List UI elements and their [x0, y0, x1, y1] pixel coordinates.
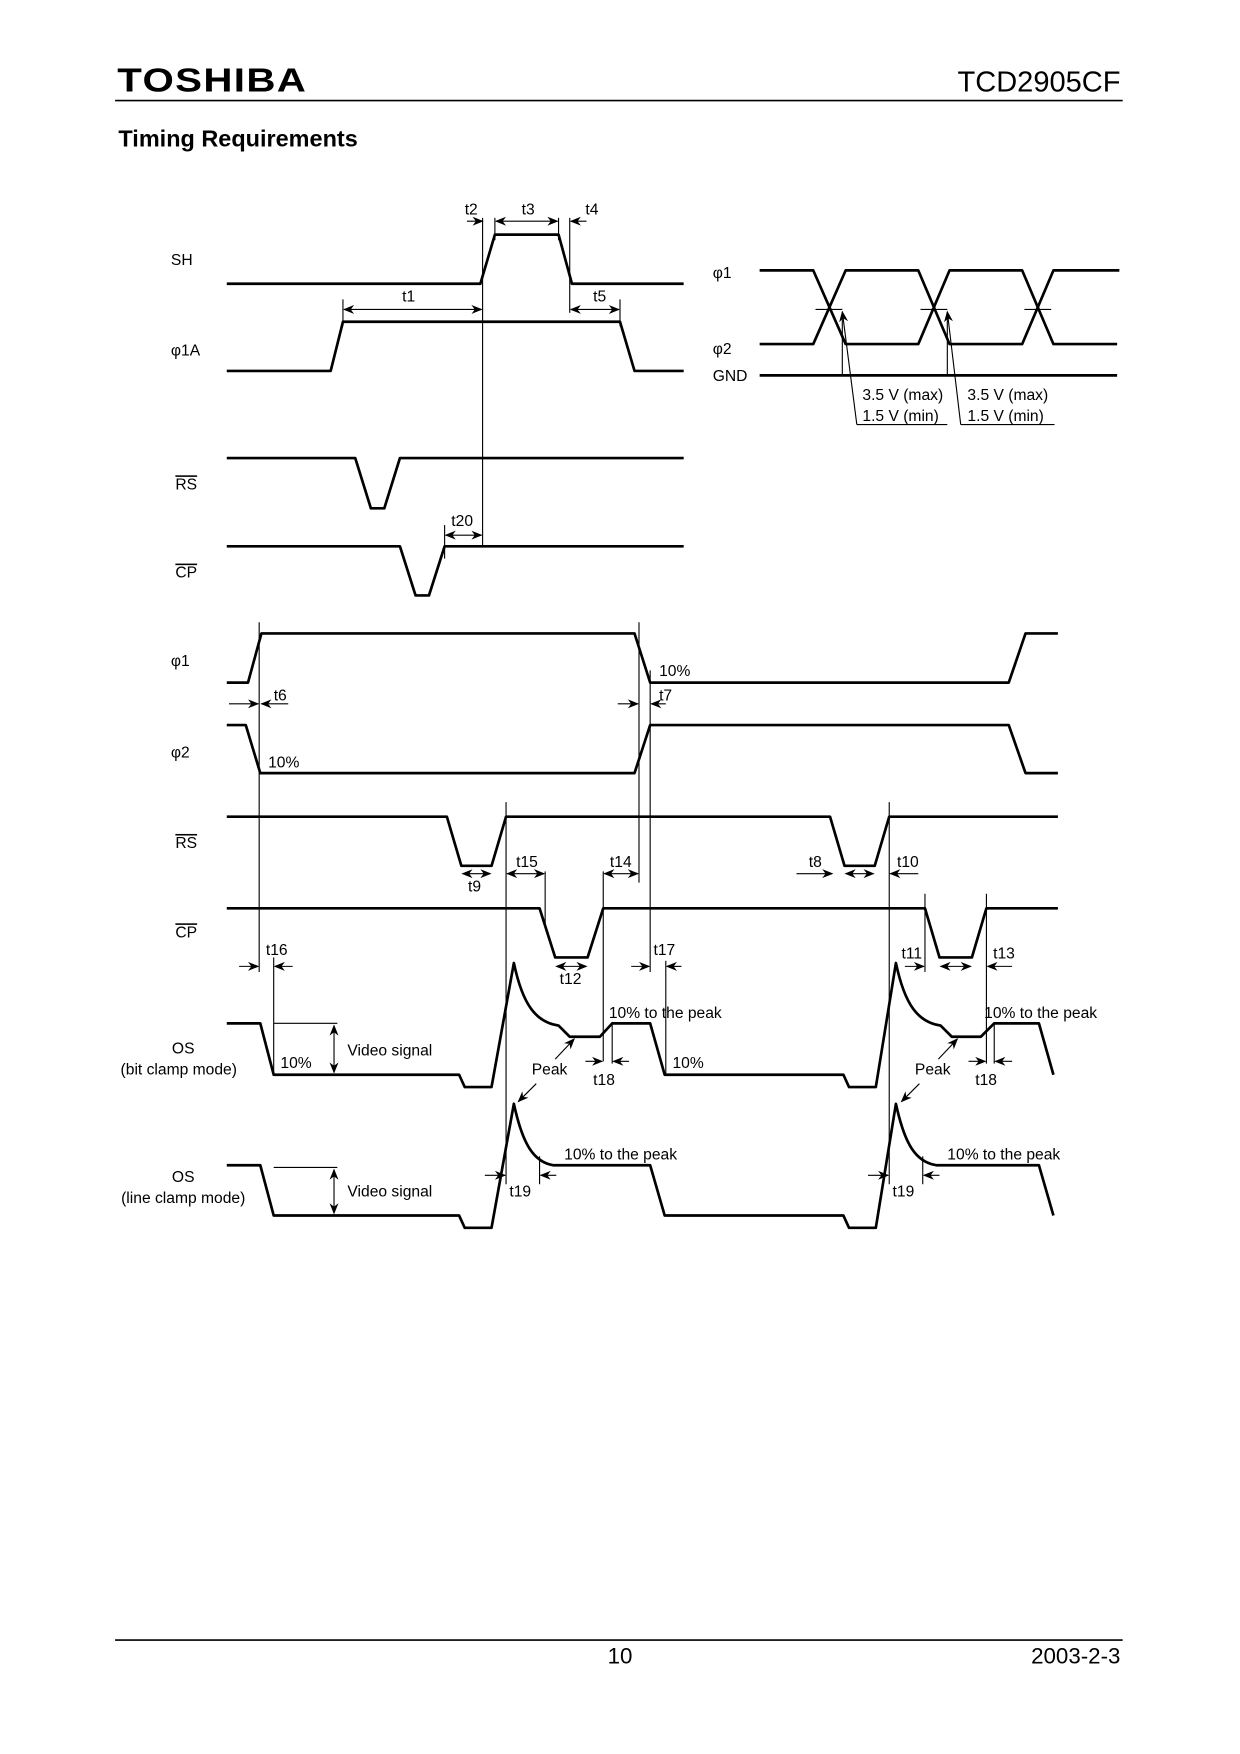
label-t6: t6	[274, 687, 287, 704]
label-t12: t12	[560, 971, 582, 988]
label-bit-clamp: (bit clamp mode)	[121, 1062, 237, 1079]
waveform-os-line-clamp	[226, 1102, 1055, 1230]
label-video-signal-bit: Video signal	[347, 1043, 432, 1060]
waveform-phi2	[226, 723, 1058, 775]
footer-date: 2003-2-3	[1031, 1644, 1120, 1669]
label-t19-1: t19	[509, 1184, 531, 1201]
label-phi1-right: φ1	[713, 265, 732, 282]
label-t11: t11	[902, 946, 923, 963]
label-phi1: φ1	[171, 653, 190, 670]
label-cp: CP	[175, 565, 197, 582]
label-t16: t16	[266, 942, 288, 959]
label-t14: t14	[610, 854, 632, 871]
waveform-sh	[226, 233, 684, 286]
label-10pct-peak-line-2: 10% to the peak	[947, 1147, 1060, 1164]
waveform-phi1	[226, 632, 1058, 684]
waveform-cp	[226, 544, 684, 597]
label-t15: t15	[516, 854, 538, 871]
label-10pct-peak-bit-1: 10% to the peak	[609, 1005, 722, 1022]
label-t10: t10	[897, 854, 919, 871]
label-t4: t4	[585, 202, 598, 219]
toshiba-logo: TOSHIBA	[117, 63, 307, 100]
part-number: TCD2905CF	[958, 67, 1121, 99]
label-vmin-1: 1.5 V (min)	[862, 408, 938, 425]
waveform-os-bit-clamp	[226, 961, 1055, 1089]
waveform-rs	[226, 456, 684, 510]
waveform-cp-2	[226, 906, 1058, 959]
label-peak-2: Peak	[915, 1062, 951, 1079]
label-rs-2: RS	[175, 835, 197, 852]
label-phi2: φ2	[171, 744, 190, 761]
waveform-rs-2	[226, 815, 1058, 868]
label-os-bit: OS	[172, 1041, 195, 1058]
label-t20: t20	[451, 513, 473, 530]
label-phi2-right: φ2	[713, 341, 732, 358]
label-rs: RS	[175, 476, 197, 493]
label-video-signal-line: Video signal	[347, 1184, 432, 1201]
label-10pct-peak-line-1: 10% to the peak	[564, 1147, 677, 1164]
label-t9: t9	[468, 879, 481, 896]
label-vmax-2: 3.5 V (max)	[967, 387, 1048, 404]
label-vmax-1: 3.5 V (max)	[862, 387, 943, 404]
label-10pct-phi1: 10%	[659, 663, 690, 680]
label-line-clamp: (line clamp mode)	[121, 1190, 245, 1207]
label-phi1a: φ1A	[171, 342, 201, 359]
clock-crossing-diagram: φ1 φ2 GND 3.5 V (max) 1.5 V (min) 3.5 V …	[713, 265, 1120, 425]
label-sh: SH	[171, 252, 193, 269]
lower-timing-diagram: φ1 φ2 RS CP OS (bit clamp mode) OS (line…	[121, 622, 1097, 1230]
label-vmin-2: 1.5 V (min)	[967, 408, 1043, 425]
label-t17: t17	[654, 942, 676, 959]
waveform-phi2-right	[759, 269, 1120, 346]
label-10pct-phi2: 10%	[268, 755, 299, 772]
label-t1: t1	[402, 289, 415, 306]
label-peak-1: Peak	[532, 1062, 568, 1079]
waveform-phi1-right	[759, 269, 1118, 346]
upper-timing-diagram: SH φ1A RS CP t2 t3 t4 t1 t5 t20	[171, 202, 684, 597]
label-10pct-peak-bit-2: 10% to the peak	[984, 1005, 1097, 1022]
label-gnd: GND	[713, 368, 748, 385]
page-number: 10	[608, 1644, 633, 1669]
waveform-phi1a	[226, 320, 684, 373]
label-t5: t5	[593, 289, 606, 306]
label-10pct-os-2: 10%	[673, 1055, 704, 1072]
label-t19-2: t19	[893, 1184, 915, 1201]
label-t2: t2	[465, 202, 478, 219]
label-t7: t7	[659, 687, 672, 704]
label-t3: t3	[522, 202, 535, 219]
label-cp-2: CP	[175, 924, 197, 941]
label-t8: t8	[809, 854, 822, 871]
label-t18-1: t18	[593, 1072, 615, 1089]
label-os-line: OS	[172, 1169, 195, 1186]
label-10pct-os-1: 10%	[280, 1055, 311, 1072]
label-t18-2: t18	[975, 1072, 997, 1089]
page-title: Timing Requirements	[118, 125, 357, 151]
label-t13: t13	[993, 946, 1015, 963]
